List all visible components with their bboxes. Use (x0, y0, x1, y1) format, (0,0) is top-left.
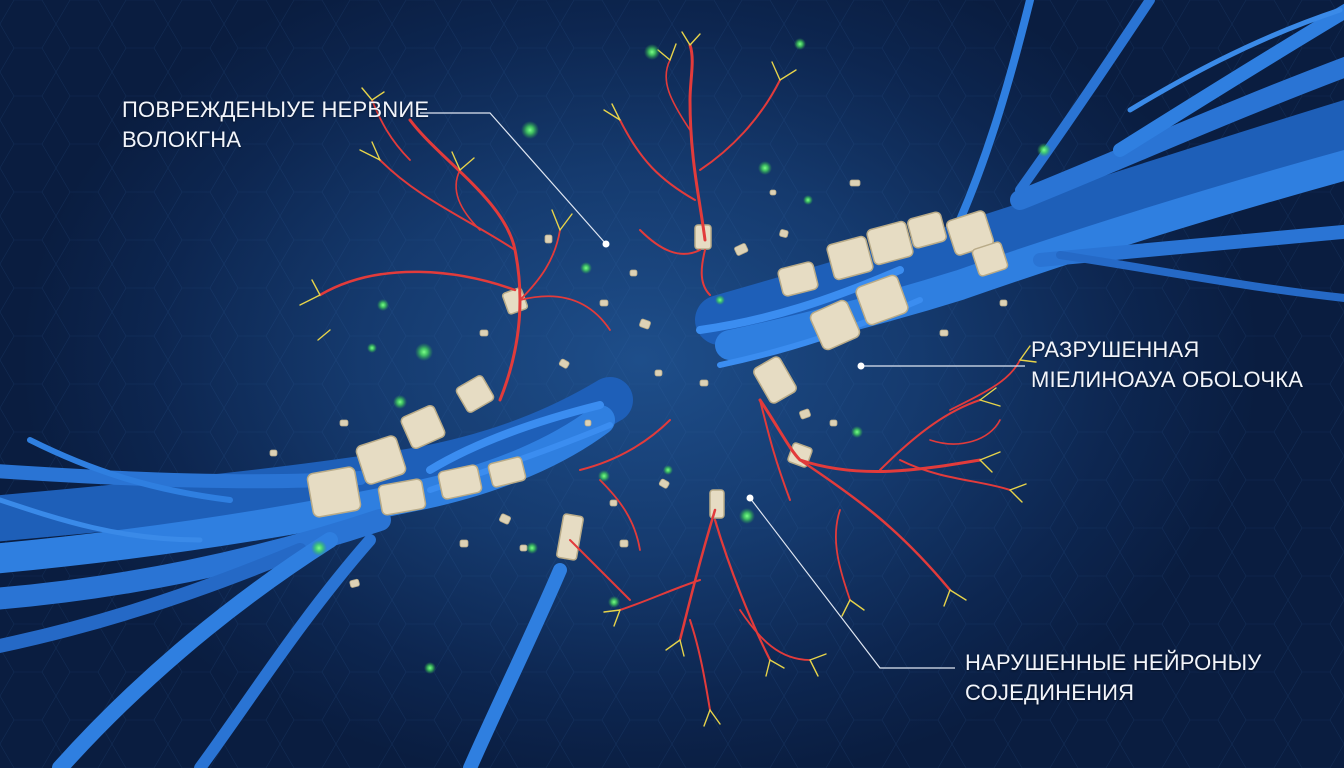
leader-line-connections (749, 497, 955, 669)
label-myelin-line2: МIЕЛИНОАУА ОБОLОЧКА (1031, 367, 1304, 392)
branch-tips (299, 31, 1037, 727)
myelin-debris (269, 179, 1008, 588)
left-nerve-bundle (0, 377, 633, 768)
label-myelin-line1: РАЗРУШЕННАЯ (1031, 337, 1200, 362)
leader-dot-connections (746, 494, 754, 502)
label-connections-line2: СОJЕДИНЕНИЯ (965, 680, 1135, 705)
myelin-sheath-segments (306, 210, 1009, 561)
label-damaged-line1: ПОВРЕЖДЕНЫУЕ НЕРВNИЕ (122, 97, 430, 122)
glowing-particles (311, 38, 1051, 674)
label-damaged-nerve-fibers: ПОВРЕЖДЕНЫУЕ НЕРВNИЕ ВОЛОКГНА (122, 95, 429, 155)
axon-branches (318, 43, 1021, 711)
leader-lines (420, 112, 1025, 669)
label-destroyed-myelin-sheath: РАЗРУШЕННАЯ МIЕЛИНОАУА ОБОLОЧКА (1031, 335, 1303, 395)
leader-line-damaged-fibers (420, 112, 607, 245)
label-impaired-neural-connections: НАРУШЕННЫЕ НЕЙРОНЫУ СОJЕДИНЕНИЯ (965, 648, 1261, 708)
label-connections-line1: НАРУШЕННЫЕ НЕЙРОНЫУ (965, 650, 1262, 675)
label-damaged-line2: ВОЛОКГНА (122, 127, 242, 152)
leader-dot-myelin (857, 362, 865, 370)
leader-dots (602, 240, 865, 502)
leader-dot-damaged-fibers (602, 240, 610, 248)
